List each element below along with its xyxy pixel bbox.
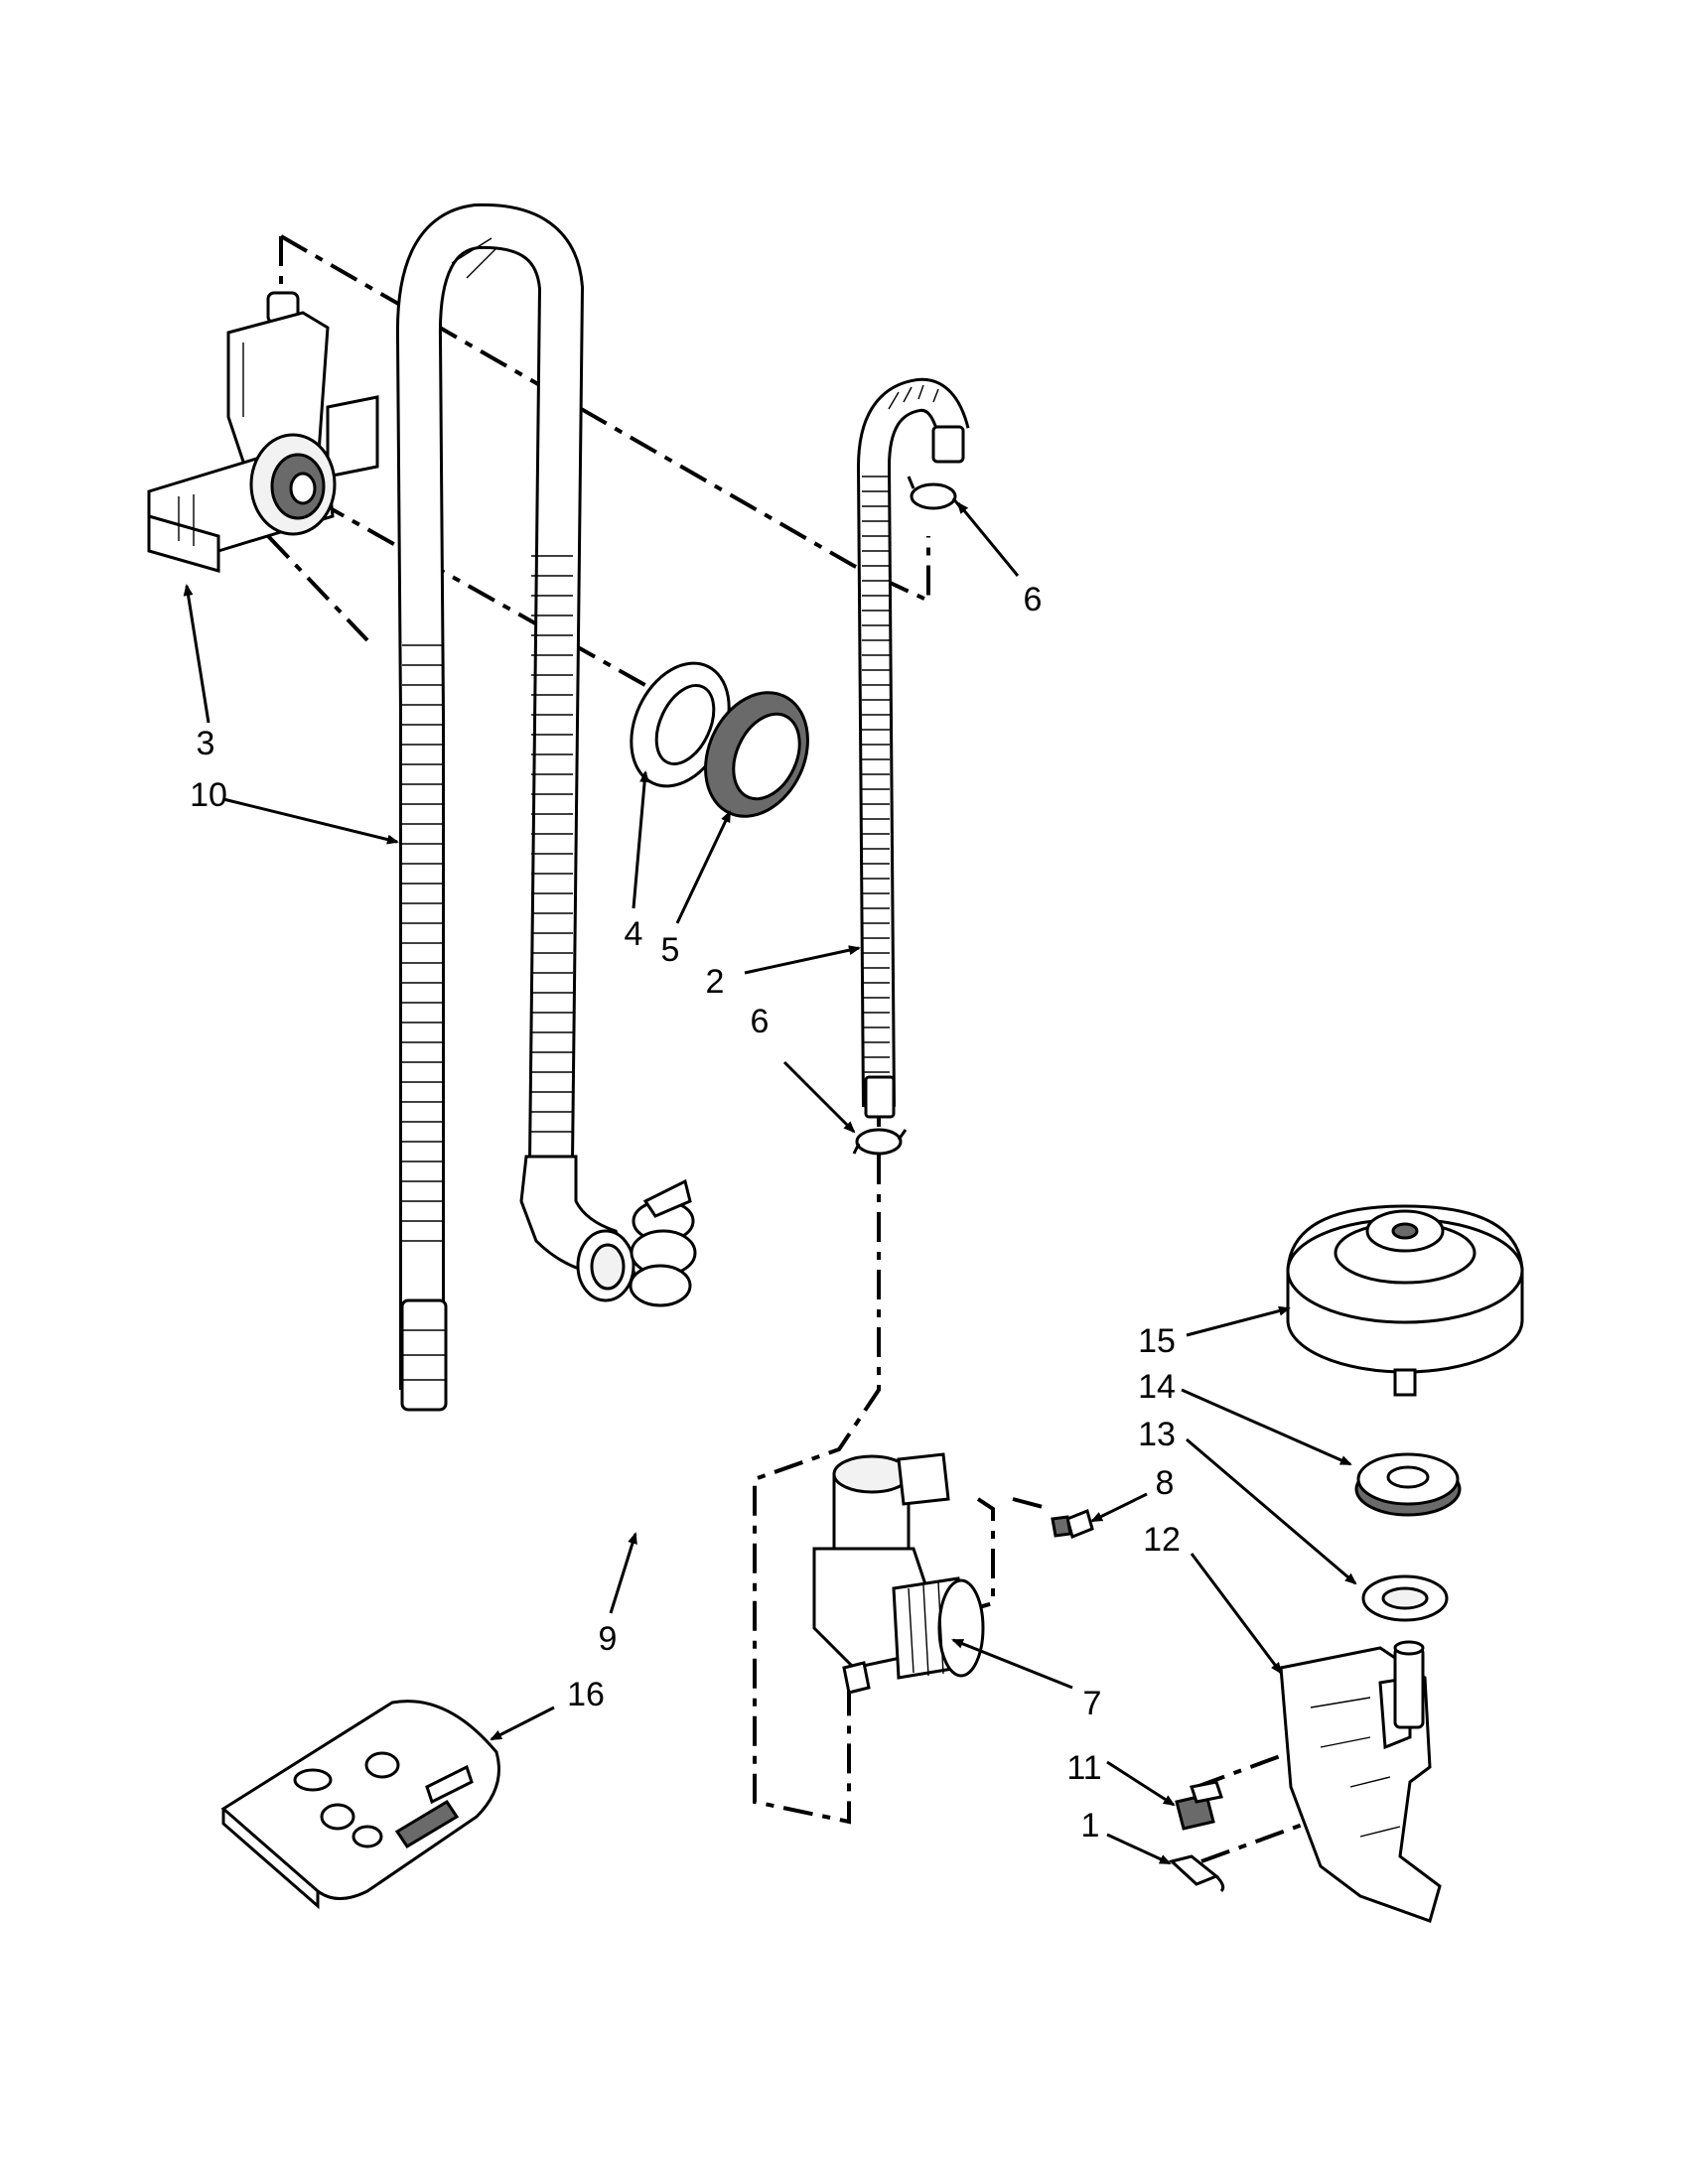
part-16-hardware-bag bbox=[220, 1700, 500, 1910]
callout-3: 3 bbox=[197, 725, 215, 762]
callout-10: 10 bbox=[190, 776, 227, 814]
part-8-screw bbox=[1051, 1508, 1094, 1540]
part-6-clamp-lower bbox=[852, 1128, 908, 1156]
part-7-inlet-valve bbox=[812, 1452, 985, 1695]
leader-arrows bbox=[183, 501, 1357, 1865]
callout-7: 7 bbox=[1083, 1685, 1102, 1722]
part-12-float-switch-bracket bbox=[1279, 1640, 1442, 1923]
callout-15: 15 bbox=[1138, 1322, 1176, 1360]
callout-6-upper: 6 bbox=[1024, 581, 1043, 618]
callout-8: 8 bbox=[1156, 1464, 1175, 1502]
callout-1: 1 bbox=[1081, 1807, 1100, 1844]
part-11-switch bbox=[1175, 1780, 1223, 1831]
part-13-gasket bbox=[1361, 1574, 1449, 1622]
part-14-nut bbox=[1354, 1452, 1462, 1517]
callout-labels: 3 10 4 5 6 2 6 9 16 15 14 13 8 12 7 11 1 bbox=[190, 581, 1181, 1844]
part-10-drain-hose bbox=[395, 203, 638, 1412]
callout-5: 5 bbox=[661, 931, 680, 969]
callout-4: 4 bbox=[625, 915, 643, 953]
part-3-drain-connector bbox=[147, 291, 379, 573]
callout-12: 12 bbox=[1143, 1521, 1181, 1559]
part-9-hose-clamp bbox=[629, 1178, 697, 1307]
part-5-nut bbox=[704, 691, 809, 818]
callout-16: 16 bbox=[567, 1676, 605, 1713]
part-15-float bbox=[1286, 1204, 1524, 1397]
callout-2: 2 bbox=[706, 963, 725, 1001]
part-2-fill-hose bbox=[856, 377, 970, 1119]
callout-14: 14 bbox=[1138, 1368, 1176, 1406]
callout-11: 11 bbox=[1066, 1749, 1101, 1787]
part-1-wire-connector bbox=[1168, 1854, 1225, 1893]
callout-6-lower: 6 bbox=[751, 1003, 770, 1040]
part-6-clamp-upper bbox=[907, 476, 963, 510]
callout-9: 9 bbox=[599, 1620, 618, 1658]
callout-13: 13 bbox=[1138, 1416, 1176, 1453]
